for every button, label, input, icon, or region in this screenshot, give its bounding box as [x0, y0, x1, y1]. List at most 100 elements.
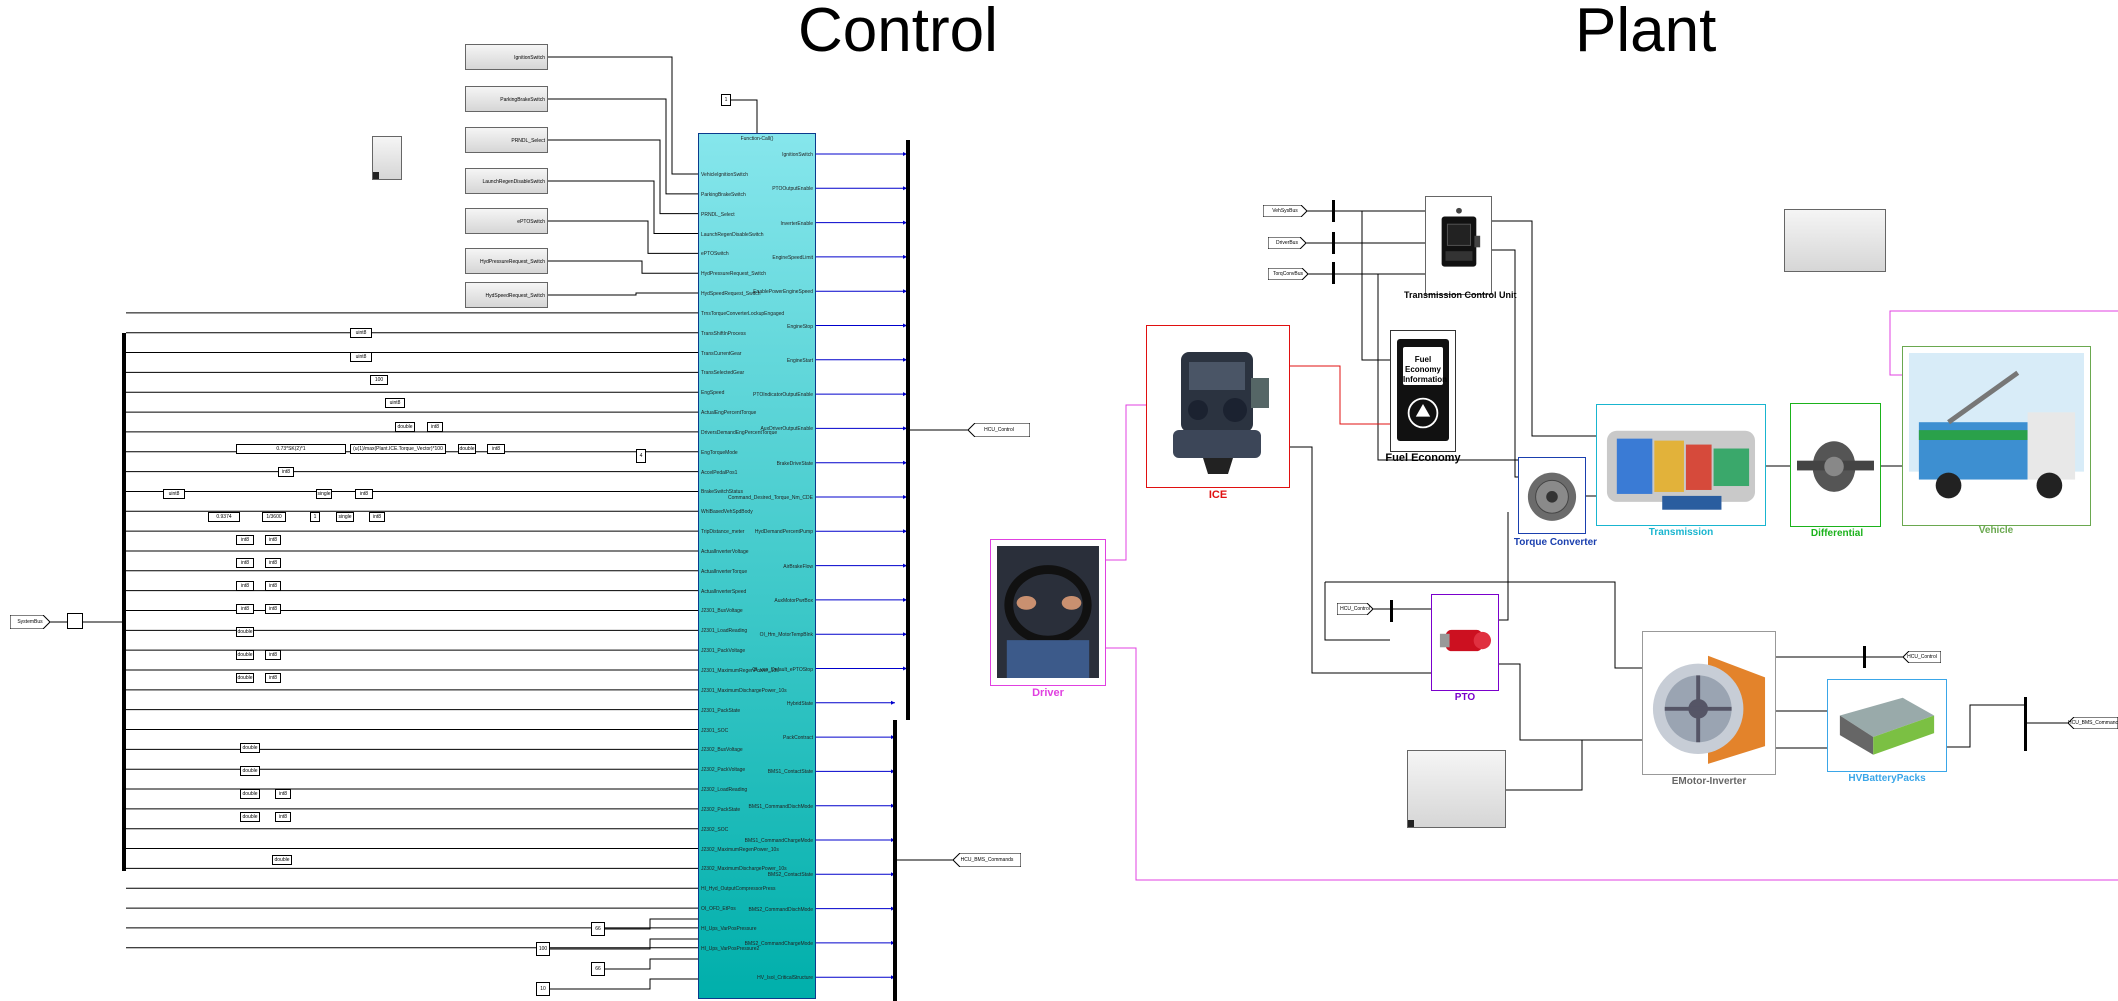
control-input-port: ParkingBrakeSwitch: [701, 192, 746, 198]
signal-line: [1506, 740, 1582, 790]
control-input-port: J2301_PackState: [701, 708, 740, 714]
signal-block[interactable]: 0.73*SK(2)*1: [236, 444, 346, 454]
control-input-port: TransShiftInProcess: [701, 331, 746, 337]
signal-block[interactable]: double: [236, 673, 254, 683]
control-output-port: EngineStart: [787, 358, 813, 364]
signal-block[interactable]: double: [395, 422, 415, 432]
tcu-block[interactable]: [1425, 196, 1492, 295]
input-switch-block[interactable]: HydPressureRequest_Switch: [465, 248, 548, 274]
goto-hcu-control[interactable]: HCU_Control: [968, 423, 1030, 437]
signal-block[interactable]: int8: [369, 512, 385, 522]
signal-block[interactable]: int8: [427, 422, 443, 432]
signal-block[interactable]: int8: [265, 673, 281, 683]
control-input-port: ActualEngPercentTorque: [701, 410, 756, 416]
input-switch-block[interactable]: PRNDL_Select: [465, 127, 548, 153]
fuel-economy-label: Fuel Economy: [1378, 452, 1468, 464]
signal-block[interactable]: int8: [355, 489, 373, 499]
emotor-label: EMotor-Inverter: [1659, 776, 1759, 787]
control-input-port: ActualInverterTorque: [701, 569, 747, 575]
signal-block[interactable]: double: [240, 766, 260, 776]
vehicle-block[interactable]: [1902, 346, 2091, 526]
hvbattery-block[interactable]: [1827, 679, 1947, 772]
input-switch-block[interactable]: ParkingBrakeSwitch: [465, 86, 548, 112]
from-driverbus[interactable]: DriverBus: [1268, 237, 1306, 249]
signal-block[interactable]: double: [240, 812, 260, 822]
constant-block[interactable]: 10: [536, 982, 550, 996]
switch-signal-line: [548, 99, 698, 194]
from-hcu-control-emotor[interactable]: HCU_Control: [1903, 651, 1941, 663]
torque-converter-label: Torque Converter: [1508, 537, 1603, 548]
signal-block[interactable]: int8: [265, 604, 281, 614]
trigger-constant-block[interactable]: 1: [721, 94, 731, 106]
bus-selector-block[interactable]: [67, 613, 83, 629]
signal-block[interactable]: int8: [265, 535, 281, 545]
input-switch-block[interactable]: LaunchRegenDisableSwitch: [465, 168, 548, 194]
signal-block[interactable]: int8: [236, 535, 254, 545]
signal-block[interactable]: single: [336, 512, 354, 522]
signal-block[interactable]: (u(1)/max(Plant.ICE.Torque_Vector)*100: [350, 444, 446, 454]
input-switch-block[interactable]: HydSpeedRequest_Switch: [465, 282, 548, 308]
signal-block[interactable]: int8: [265, 558, 281, 568]
signal-block[interactable]: double: [240, 743, 260, 753]
signal-block[interactable]: int8: [265, 581, 281, 591]
signal-block[interactable]: int8: [275, 789, 291, 799]
pto-bus: [1390, 600, 1393, 622]
fuel-sign-line1: Fuel Economy: [1403, 355, 1443, 375]
control-input-port: J2302_LoadReading: [701, 787, 747, 793]
signal-block[interactable]: int8: [236, 581, 254, 591]
fuel-economy-block[interactable]: Fuel Economy Information: [1390, 330, 1456, 452]
signal-block[interactable]: int8: [278, 467, 294, 477]
input-switch-block[interactable]: ePTOSwitch: [465, 208, 548, 234]
signal-block[interactable]: int8: [487, 444, 505, 454]
driver-block[interactable]: [990, 539, 1106, 686]
torque-converter-block[interactable]: [1518, 457, 1586, 534]
signal-block[interactable]: double: [272, 855, 292, 865]
signal-block[interactable]: int8: [265, 650, 281, 660]
tcu-icon: [1432, 203, 1485, 287]
from-vehsysbus[interactable]: VehSysBus: [1263, 205, 1307, 217]
signal-block[interactable]: double: [236, 650, 254, 660]
signal-block[interactable]: double: [240, 789, 260, 799]
torque-converter-icon: [1525, 464, 1579, 527]
transmission-block[interactable]: [1596, 404, 1766, 526]
ice-block[interactable]: [1146, 325, 1290, 488]
from-torqconvbus[interactable]: TorqConvBus: [1268, 268, 1308, 280]
control-input-port: HI_Ups_VarPosPressure: [701, 926, 757, 932]
constant-block[interactable]: 66: [591, 962, 605, 976]
signal-block[interactable]: uint8: [350, 352, 372, 362]
signal-block[interactable]: 1: [310, 512, 320, 522]
constant-block[interactable]: 66: [591, 922, 605, 936]
signal-block[interactable]: 1/3600: [262, 512, 286, 522]
control-input-port: EngSpeed: [701, 390, 724, 396]
vehicle-label: Vehicle: [1956, 525, 2036, 536]
input-switch-block[interactable]: IgnitionSwitch: [465, 44, 548, 70]
control-input-port: LaunchRegenDisableSwitch: [701, 232, 764, 238]
signal-block[interactable]: uint8: [163, 489, 185, 499]
emotor-block[interactable]: [1642, 631, 1776, 775]
signal-block[interactable]: uint8: [385, 398, 405, 408]
constant-line: [605, 959, 698, 969]
from-hcu-bms[interactable]: HCU_BMS_Commands: [2068, 717, 2118, 729]
plant-display-block[interactable]: [1407, 750, 1506, 828]
goto-hcu-bms[interactable]: HCU_BMS_Commands: [953, 853, 1021, 867]
signal-block[interactable]: single: [316, 489, 332, 499]
hyd-constant-block[interactable]: 4: [636, 449, 646, 463]
signal-block[interactable]: int8: [236, 558, 254, 568]
scope-block[interactable]: [372, 136, 402, 180]
signal-block[interactable]: int8: [275, 812, 291, 822]
from-systembus[interactable]: SystemBus: [10, 615, 50, 629]
constant-block[interactable]: 100: [536, 942, 550, 956]
from-hcu-control-pto[interactable]: HCU_Control: [1337, 603, 1373, 615]
signal-block[interactable]: 100: [370, 375, 388, 385]
differential-block[interactable]: [1790, 403, 1881, 527]
pto-block[interactable]: [1431, 594, 1499, 691]
control-input-port: WhlBasedVehSpdBody: [701, 509, 753, 515]
control-output-port: IgnitionSwitch: [782, 152, 813, 158]
plant-scope-block[interactable]: [1784, 209, 1886, 272]
signal-block[interactable]: int8: [236, 604, 254, 614]
signal-block[interactable]: uint8: [350, 328, 372, 338]
signal-block[interactable]: double: [236, 627, 254, 637]
signal-block[interactable]: double: [458, 444, 476, 454]
signal-block[interactable]: 0.9374: [208, 512, 240, 522]
